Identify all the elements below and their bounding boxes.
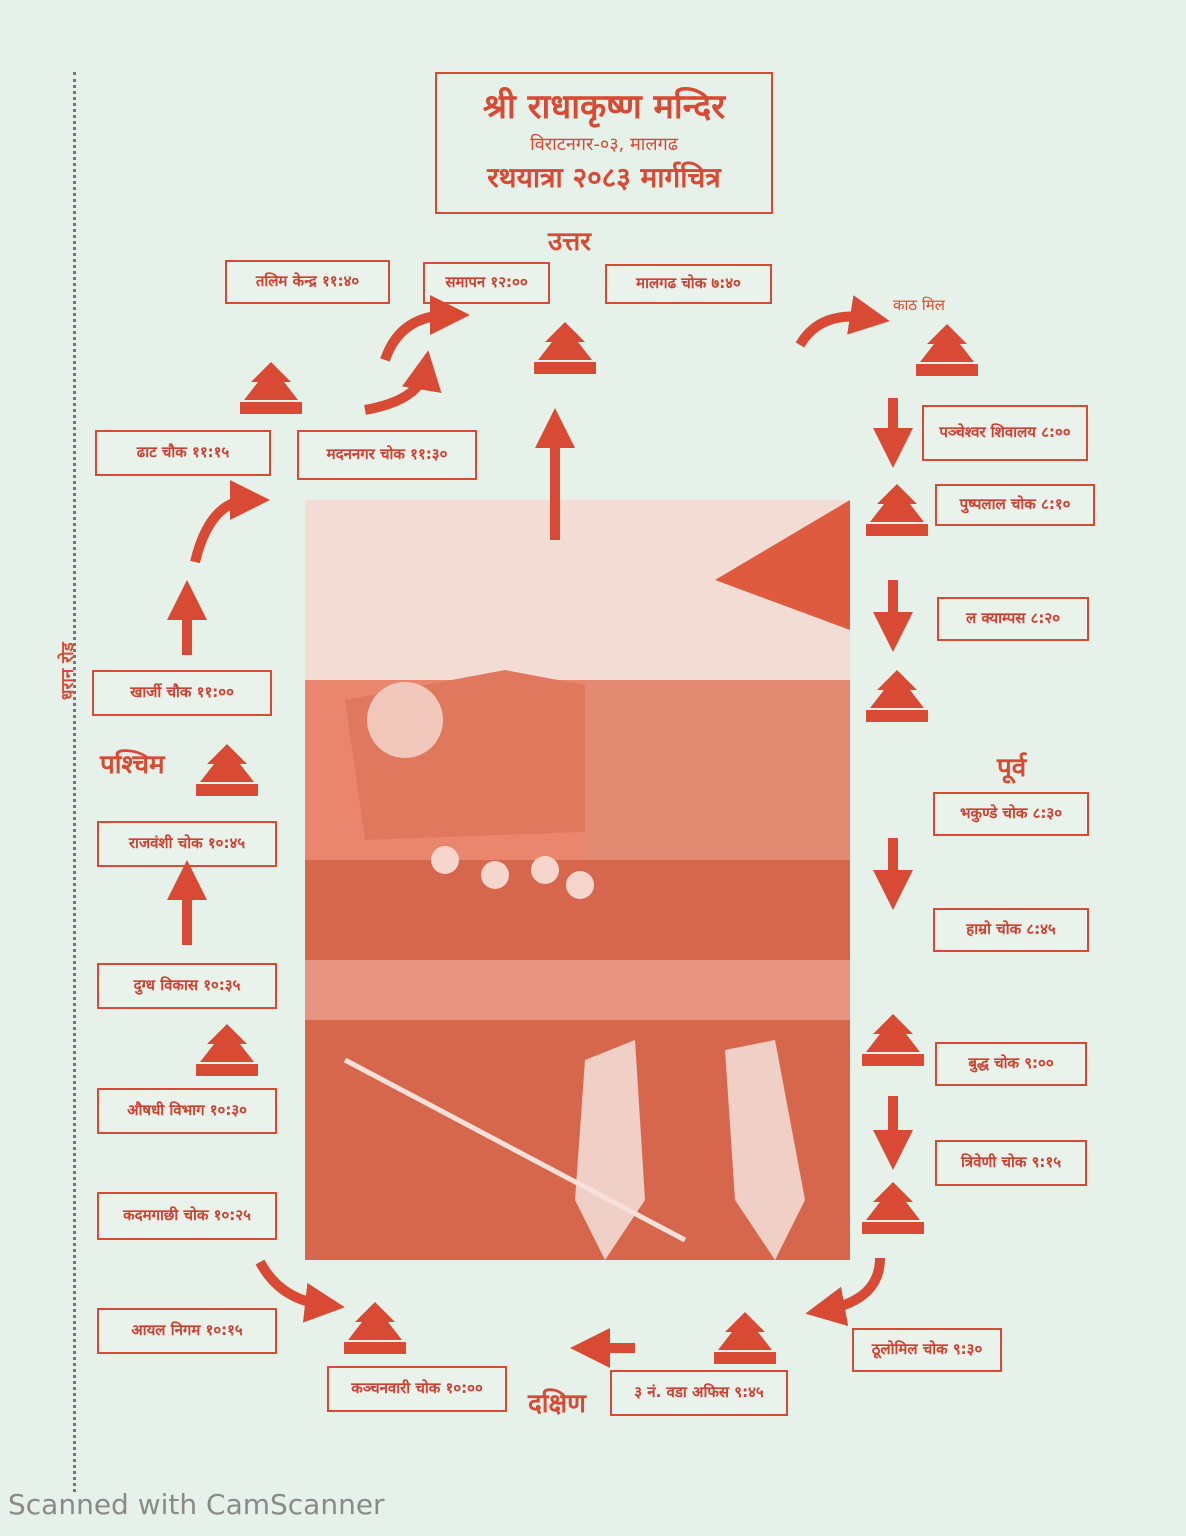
temple-photo (305, 500, 850, 1260)
arrow-northwest-2 (380, 295, 470, 362)
arrow-west-curve (190, 480, 270, 564)
direction-north: उत्तर (548, 227, 591, 257)
stop-malgadh-chowk: मालगढ चोक ७:४० (605, 264, 772, 304)
stop-buddha: बुद्ध चोक ९:०० (935, 1042, 1087, 1086)
stop-kharji: खार्जी चौक ११:०० (92, 670, 272, 716)
chariot-icon (862, 1014, 924, 1066)
page-title: श्री राधाकृष्ण मन्दिर (482, 87, 726, 127)
chariot-icon (534, 322, 596, 374)
stop-kadamgachhi: कदमगाछी चोक १०:२५ (97, 1192, 277, 1240)
stop-pushpalal: पुष्पलाल चोक ८:१० (935, 484, 1095, 526)
stop-ward-office: ३ नं. वडा अफिस ९:४५ (610, 1370, 788, 1416)
stop-bhakunde: भकुण्डे चोक ८:३० (933, 792, 1089, 836)
stop-madannagar: मदननगर चोक ११:३० (297, 430, 477, 480)
chariot-icon (196, 1024, 258, 1076)
page-subtitle: रथयात्रा २०८३ मार्गचित्र (487, 161, 721, 194)
chariot-icon (866, 484, 928, 536)
stop-hamro: हाम्रो चोक ८:४५ (933, 908, 1089, 952)
stop-thulo-mill: ठूलोमिल चोक ९:३० (852, 1328, 1002, 1372)
title-box: श्री राधाकृष्ण मन्दिर विराटनगर-०३, मालगढ… (435, 72, 773, 214)
arrow-kath-mill (795, 295, 890, 348)
watermark: Scanned with CamScanner (8, 1488, 385, 1521)
stop-triveni: त्रिवेणी चोक ९:१५ (935, 1140, 1087, 1186)
stop-campus: ल क्याम्पस ८:२० (937, 597, 1089, 641)
arrow-southwest (255, 1259, 345, 1323)
chariot-icon (714, 1312, 776, 1364)
stop-ayal-nigam: आयल निगम १०:१५ (97, 1308, 277, 1354)
stop-pashupateshwar: पञ्चेश्वर शिवालय ८:०० (922, 405, 1088, 461)
dotted-margin-line (73, 72, 76, 1492)
stop-dugdha: दुग्ध विकास १०:३५ (97, 963, 277, 1009)
direction-east: पूर्व (997, 753, 1027, 783)
chariot-icon (862, 1182, 924, 1234)
stop-rajbanshi: राजवंशी चोक १०:४५ (97, 821, 277, 867)
chariot-icon (866, 670, 928, 722)
stop-talim-kendra: तलिम केन्द्र ११:४० (225, 260, 390, 304)
direction-west: पश्चिम (100, 750, 165, 780)
address: विराटनगर-०३, मालगढ (530, 134, 678, 155)
chariot-icon (196, 744, 258, 796)
kath-mill-label: काठ मिल (893, 296, 945, 314)
arrow-southeast (805, 1257, 885, 1327)
arrow-northwest-1 (364, 350, 442, 415)
direction-south: दक्षिण (528, 1389, 586, 1419)
chariot-icon (916, 324, 978, 376)
stop-kanchanbari: कञ्चनवारी चोक १०:०० (327, 1366, 507, 1412)
chariot-icon (344, 1302, 406, 1354)
stop-dhat: ढाट चौक ११:१५ (95, 430, 271, 476)
stop-aushadhi: औषधी विभाग १०:३० (97, 1088, 277, 1134)
chariot-icon (240, 362, 302, 414)
